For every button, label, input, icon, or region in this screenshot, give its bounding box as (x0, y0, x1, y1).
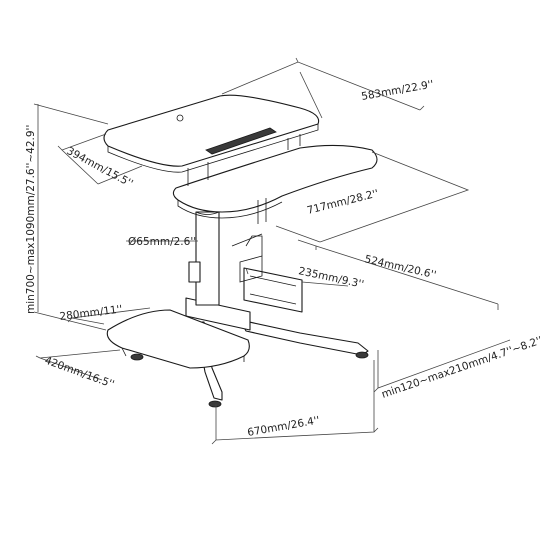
label-mount-width: 235mm/9.3'' (297, 265, 365, 291)
mouse-tray (106, 309, 250, 369)
work-surface (103, 94, 320, 186)
keyboard-tray (172, 144, 378, 224)
foot-right (355, 351, 369, 359)
support-column (188, 211, 220, 306)
label-base-depth: 524mm/20.6'' (363, 253, 437, 281)
label-column-diameter: Ø65mm/2.6'' (128, 236, 196, 248)
sit-stand-workstation (103, 94, 378, 408)
cpu-holder (231, 233, 303, 313)
label-top-width: 583mm/22.9'' (360, 78, 434, 103)
dimension-lines (33, 57, 511, 445)
foot-front (130, 353, 144, 361)
foot-left (208, 400, 222, 408)
label-height-range: min700~max1090mm/27.6''~42.9'' (25, 125, 37, 314)
label-keyboard-width: 717mm/28.2'' (306, 188, 380, 217)
label-keyboard-drop: min120~max210mm/4.7''~8.2'' (380, 334, 540, 400)
label-mouse-width: 420mm/16.5'' (43, 355, 116, 391)
label-mouse-depth: 280mm/11'' (59, 303, 123, 323)
